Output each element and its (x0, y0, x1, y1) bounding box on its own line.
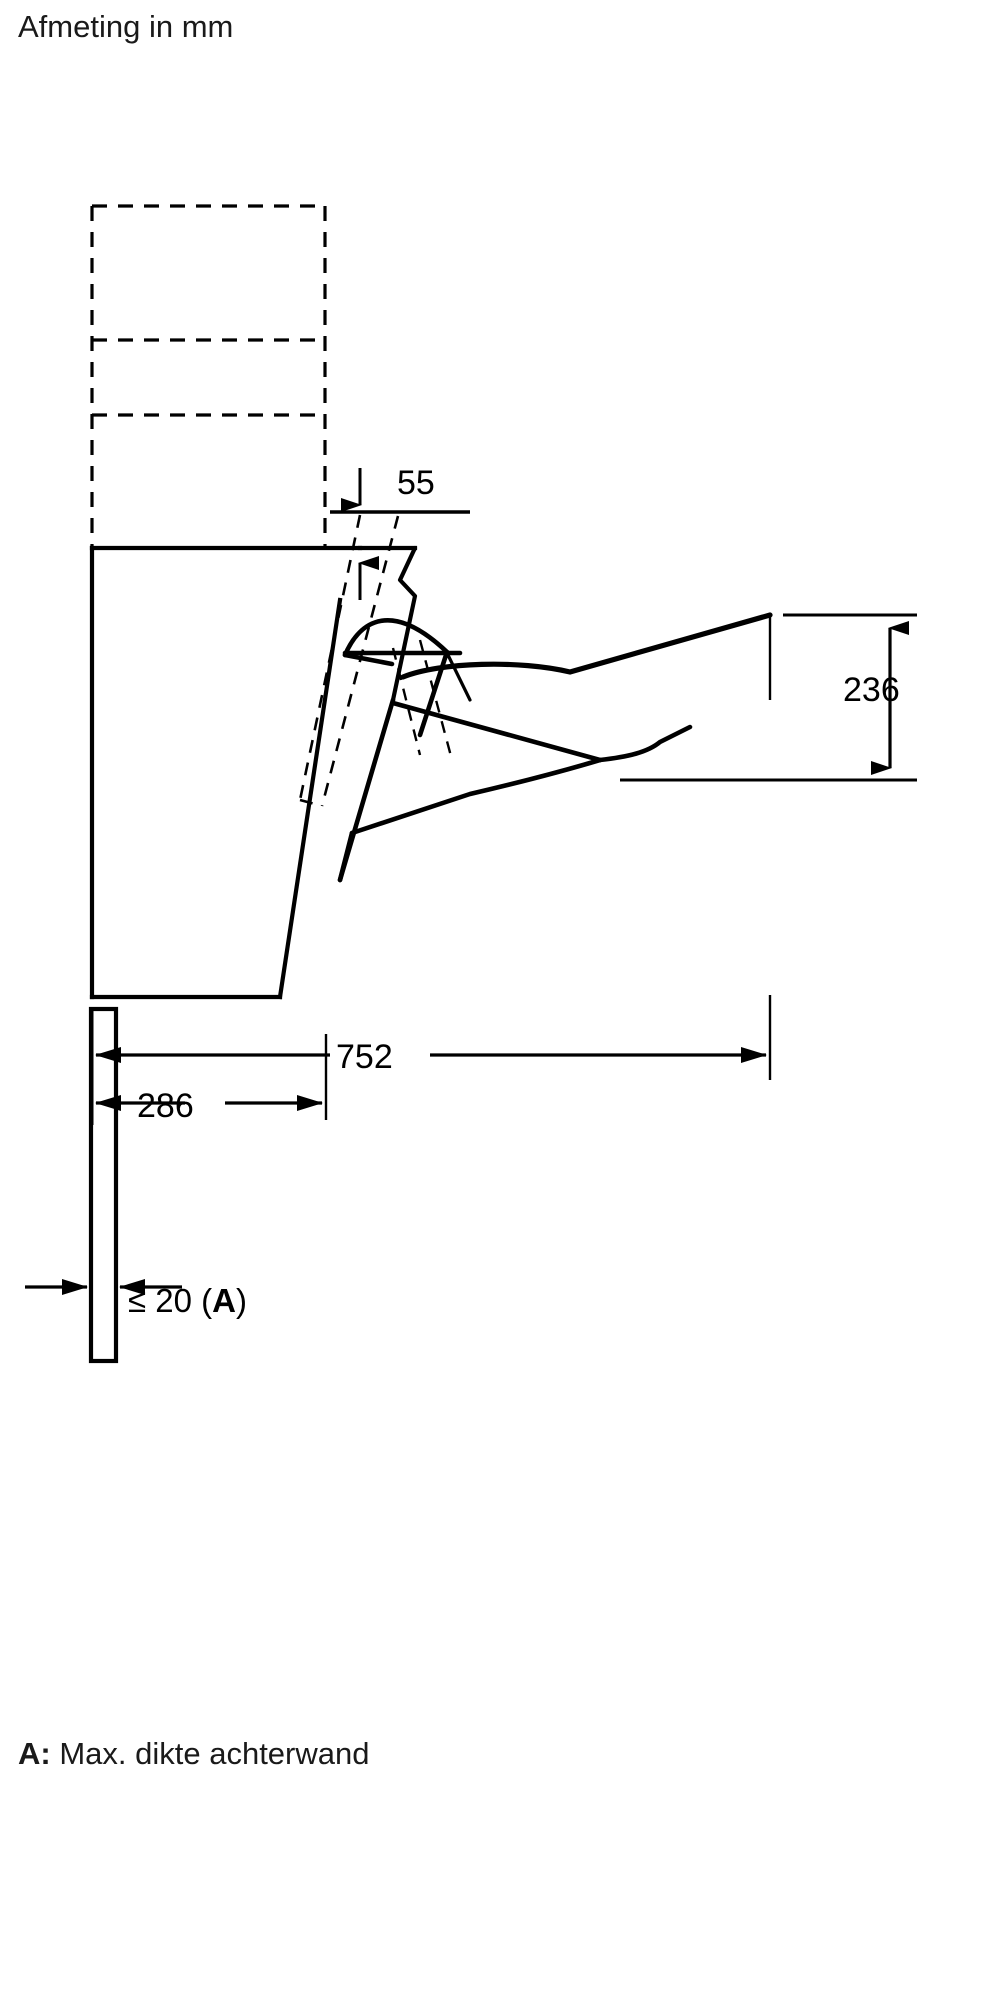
page-title: Afmeting in mm (18, 9, 234, 44)
rear-wall-strip (88, 1006, 119, 1364)
chimney-outline-dashed (90, 204, 327, 548)
footnote-caption: A: Max. dikte achterwand (18, 1735, 369, 1772)
dim-752-label: 752 (336, 1038, 393, 1076)
canopy-mount-bracket (390, 545, 418, 703)
canopy-panel-hinge-top (342, 652, 395, 667)
footnote-marker: A: (18, 1736, 51, 1771)
canopy-panel-right-edge (417, 649, 450, 738)
dim-55-label: 55 (397, 464, 435, 502)
dim-wall-marker: A (212, 1282, 236, 1319)
dim-wall-prefix: ≤ 20 ( (128, 1282, 212, 1319)
dim-286-label: 286 (137, 1087, 194, 1125)
canopy-open-outline (337, 545, 773, 883)
dimension-236 (620, 613, 917, 782)
dimension-55 (330, 468, 470, 600)
canopy-panel-edge-aux (446, 653, 472, 702)
canopy-inner-ghost-1 (391, 647, 422, 756)
dim-wall-thickness-label: ≤ 20 (A) (128, 1282, 247, 1319)
hood-front-slanted-face (277, 597, 343, 1000)
rear-wall-rect (88, 1006, 119, 1364)
canopy-ghost-right (320, 515, 400, 807)
canopy-inner-ghost-lines (391, 639, 454, 761)
footnote-text: Max. dikte achterwand (50, 1736, 370, 1771)
canopy-strut-tip-curve (597, 724, 693, 763)
canopy-strut-bottom-cap (337, 830, 355, 883)
canopy-ghost-left (298, 514, 362, 801)
canopy-strut-lower (349, 757, 603, 836)
canopy-upper-lip (342, 618, 450, 658)
canopy-top-long-edge (400, 612, 773, 680)
canopy-strut-diagonal (390, 700, 603, 763)
canopy-closed-position-dashed (298, 514, 400, 808)
hood-body-outline (89, 545, 418, 1000)
canopy-ghost-bottom (299, 798, 323, 808)
dim-wall-suffix: ) (236, 1282, 247, 1319)
dim-236-label: 236 (843, 671, 900, 709)
